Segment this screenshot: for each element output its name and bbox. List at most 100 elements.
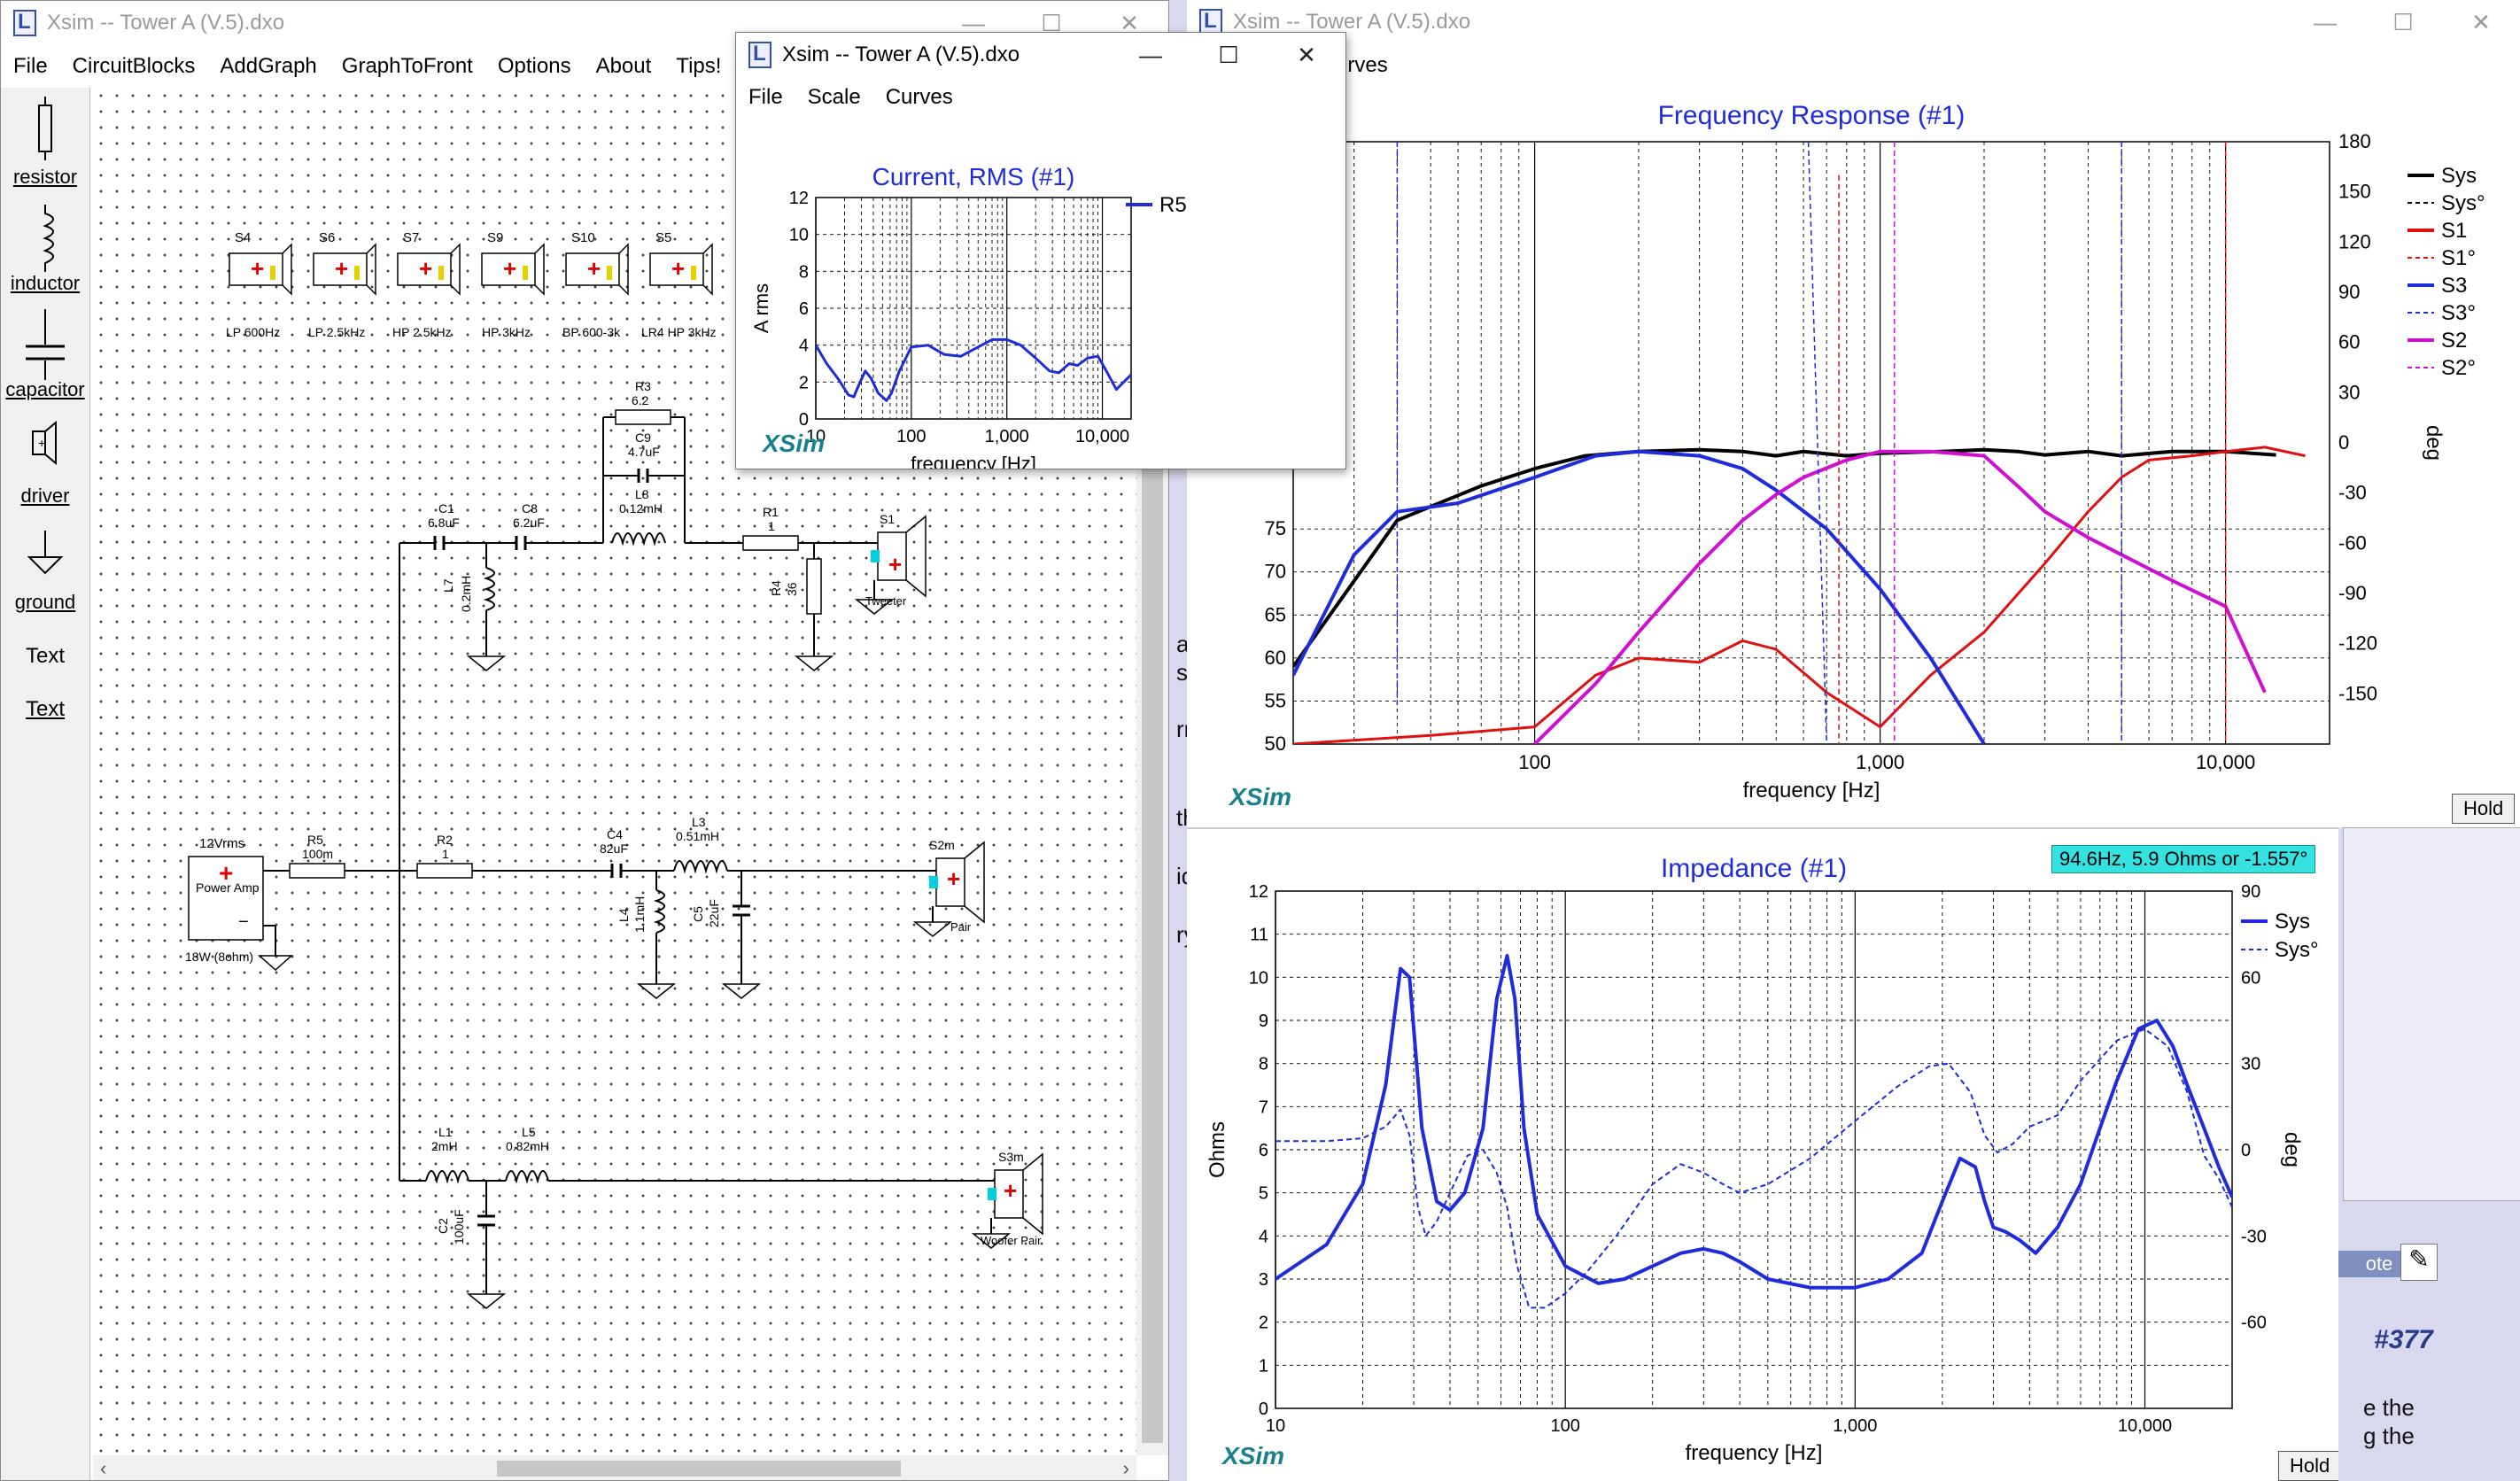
label-R2: R2 bbox=[437, 833, 453, 847]
hold-button[interactable]: Hold bbox=[2278, 1451, 2338, 1481]
close-button[interactable]: ✕ bbox=[1297, 41, 1316, 68]
y-tick-label: 3 bbox=[1259, 1270, 1268, 1290]
driver-id: S4 bbox=[235, 230, 251, 245]
minimize-button[interactable]: — bbox=[962, 9, 985, 36]
maximize-button[interactable]: ☐ bbox=[1041, 9, 1062, 36]
capacitor-icon[interactable] bbox=[26, 309, 65, 380]
source-rating: 18W (8ohm) bbox=[185, 950, 253, 964]
series-group bbox=[816, 337, 1131, 402]
speaker-id-S3m: S3m bbox=[998, 1150, 1024, 1164]
y2-tick-label: -60 bbox=[2338, 531, 2367, 554]
horizontal-scrollbar[interactable]: ‹ › bbox=[93, 1455, 1136, 1480]
value-L8: 0.12mH bbox=[619, 501, 663, 516]
svg-text:+: + bbox=[335, 255, 348, 282]
current-titlebar[interactable]: Xsim -- Tower A (V.5).dxo — ☐ ✕ bbox=[736, 33, 1345, 77]
driver-label[interactable]: driver bbox=[20, 485, 70, 507]
bg-panel bbox=[2343, 827, 2520, 1201]
schematic-canvas[interactable] bbox=[93, 88, 1136, 1455]
menu-graphtofront[interactable]: GraphToFront bbox=[341, 54, 473, 78]
driver-S6[interactable]: S6 + LP 2.5kHz bbox=[308, 230, 376, 339]
hold-button[interactable]: Hold bbox=[2452, 794, 2516, 824]
scroll-left-arrow[interactable]: ‹ bbox=[100, 1457, 107, 1479]
menu-file[interactable]: File bbox=[748, 85, 783, 109]
svg-text:+: + bbox=[888, 551, 902, 578]
legend-label: S2 bbox=[2441, 329, 2467, 353]
driver-filter-label: HP 3kHz bbox=[482, 325, 531, 339]
ground-icon[interactable] bbox=[27, 531, 64, 575]
main-titlebar[interactable]: Xsim -- Tower A (V.5).dxo — ☐ ✕ bbox=[1, 1, 1168, 45]
svg-text:+: + bbox=[251, 255, 264, 282]
inductor-icon[interactable] bbox=[43, 205, 54, 272]
close-button[interactable]: ✕ bbox=[1120, 9, 1139, 36]
driver-filter-label: BP 600-3k bbox=[562, 325, 621, 339]
maximize-button[interactable]: ☐ bbox=[1218, 41, 1239, 68]
driver-S9[interactable]: S9 + HP 3kHz bbox=[481, 230, 545, 339]
text-tool[interactable]: Text bbox=[25, 644, 65, 668]
resistor-icon[interactable] bbox=[38, 97, 52, 160]
speaker-S2m[interactable]: + bbox=[929, 841, 985, 924]
driver-filter-label: HP 2.5kHz bbox=[392, 325, 452, 339]
menu-circuitblocks[interactable]: CircuitBlocks bbox=[72, 54, 196, 78]
svg-text:+: + bbox=[219, 859, 233, 887]
speaker-S3m[interactable]: + bbox=[988, 1152, 1043, 1236]
label-C1: C1 bbox=[438, 501, 454, 516]
value-C5: 22uF bbox=[707, 899, 721, 927]
legend-label: Sys° bbox=[2275, 938, 2319, 962]
series-group bbox=[1293, 142, 2306, 744]
resistor-label[interactable]: resistor bbox=[12, 166, 78, 188]
svg-text:+: + bbox=[1004, 1177, 1017, 1204]
text-tool-underlined[interactable]: Text bbox=[25, 697, 65, 721]
capacitor-label[interactable]: capacitor bbox=[5, 378, 85, 400]
y2-tick-label: -120 bbox=[2338, 632, 2377, 655]
value-R1: 1 bbox=[768, 519, 775, 533]
quote-icon[interactable]: ✎ bbox=[2400, 1244, 2438, 1281]
menu-addgraph[interactable]: AddGraph bbox=[220, 54, 317, 78]
y-tick-label: 5 bbox=[1259, 1184, 1268, 1204]
power-amp-source[interactable]: + − bbox=[188, 856, 264, 941]
menu-about[interactable]: About bbox=[595, 54, 652, 78]
right-titlebar[interactable]: Xsim -- Tower A (V.5).dxo — ☐ ✕ bbox=[1187, 0, 2520, 44]
label-R1: R1 bbox=[763, 505, 779, 519]
minimize-button[interactable]: — bbox=[1139, 41, 1162, 68]
menu-options[interactable]: Options bbox=[497, 54, 571, 78]
menu-curves[interactable]: Curves bbox=[885, 85, 953, 109]
close-button[interactable]: ✕ bbox=[2471, 8, 2491, 35]
source-name: Power Amp bbox=[196, 880, 260, 895]
driver-filter-label: LP 2.5kHz bbox=[308, 325, 365, 339]
driver-S5[interactable]: S5 + LR4 HP 3kHz bbox=[641, 230, 717, 339]
y2-tick-label: 30 bbox=[2338, 381, 2360, 403]
y2-tick-label: -30 bbox=[2241, 1227, 2267, 1246]
driver-S4[interactable]: S4 + LP 600Hz bbox=[226, 230, 292, 339]
component-toolbox: + resistor inductor capacitor driver gro… bbox=[1, 88, 90, 1480]
label-C9: C9 bbox=[635, 430, 651, 445]
xsim-app-icon bbox=[748, 42, 772, 68]
legend-label: S2° bbox=[2441, 356, 2476, 380]
menu-scale[interactable]: Scale bbox=[807, 85, 861, 109]
inductor-label[interactable]: inductor bbox=[10, 272, 81, 294]
right-window-title: Xsim -- Tower A (V.5).dxo bbox=[1233, 10, 1471, 34]
chart-title: Impedance (#1) bbox=[1661, 854, 1847, 883]
y-tick-label: 10 bbox=[1249, 968, 1268, 988]
driver-S7[interactable]: S7 + HP 2.5kHz bbox=[392, 230, 461, 339]
minimize-button[interactable]: — bbox=[2314, 8, 2337, 35]
ground-label[interactable]: ground bbox=[14, 591, 76, 613]
y2-tick-label: 90 bbox=[2338, 281, 2360, 303]
crossover-network: + − 12Vrms Power Amp 18W (8ohm) R5 100m … bbox=[185, 379, 1043, 1309]
svg-text:+: + bbox=[38, 436, 45, 450]
menu-file[interactable]: File bbox=[13, 54, 48, 78]
maximize-button[interactable]: ☐ bbox=[2392, 8, 2414, 35]
svg-text:+: + bbox=[503, 255, 516, 282]
scroll-right-arrow[interactable]: › bbox=[1122, 1457, 1129, 1479]
driver-icon[interactable]: + bbox=[32, 420, 57, 466]
label-R4: R4 bbox=[769, 580, 783, 596]
horizontal-scroll-thumb[interactable] bbox=[497, 1461, 901, 1477]
speaker-S1[interactable]: + bbox=[871, 515, 927, 598]
post-number[interactable]: #377 bbox=[2374, 1325, 2433, 1354]
value-L5: 0.82mH bbox=[506, 1139, 549, 1153]
menu-tips[interactable]: Tips! bbox=[676, 54, 722, 78]
driver-S10[interactable]: S10 + BP 600-3k bbox=[562, 230, 629, 339]
label-L5: L5 bbox=[522, 1125, 536, 1139]
